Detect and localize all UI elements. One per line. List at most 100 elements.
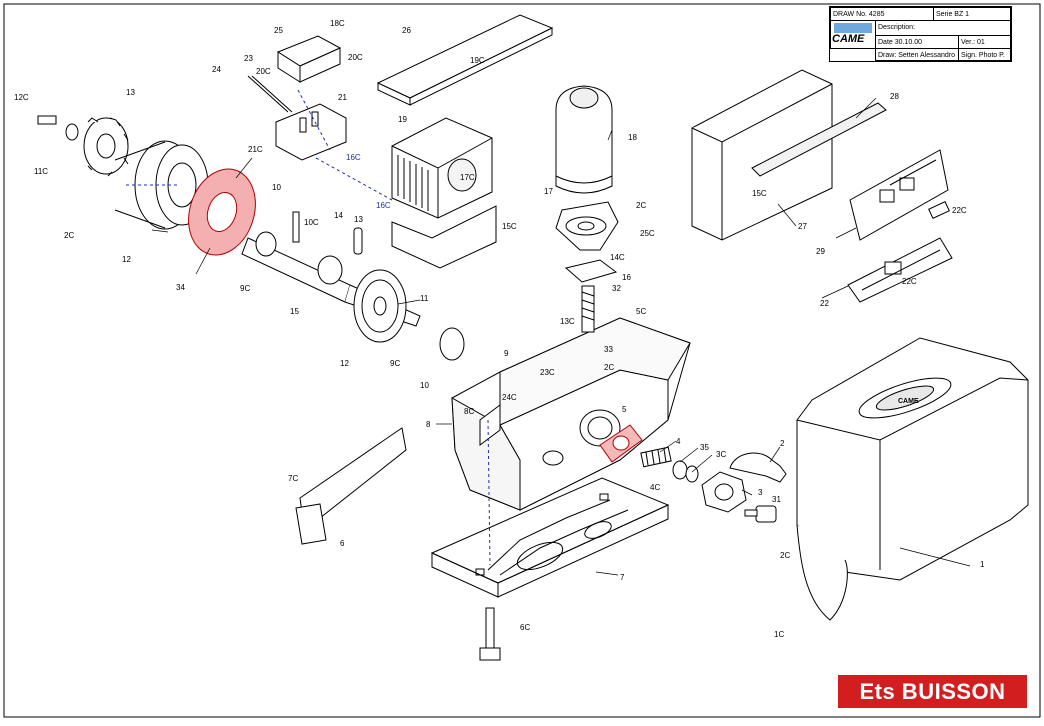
callout-17c: 17C xyxy=(460,173,475,182)
drawing-frame xyxy=(3,3,1041,718)
callout-8: 8 xyxy=(426,420,431,429)
callout-13-b: 13 xyxy=(354,215,363,224)
draw-number: DRAW No. 4285 xyxy=(830,7,934,21)
motor-flange-17 xyxy=(555,201,619,251)
callout-10-b: 10 xyxy=(420,381,429,390)
logo-box: CAME xyxy=(830,20,876,49)
callout-29: 29 xyxy=(816,247,825,256)
callout-3c: 3C xyxy=(716,450,726,459)
foundation-bracket-6 xyxy=(295,427,407,545)
anchor-bolt-6c xyxy=(479,607,501,661)
bracket-16 xyxy=(564,259,618,283)
callout-6: 6 xyxy=(340,539,345,548)
drawn-by: Draw: Setten Alessandro xyxy=(875,48,959,61)
bushing-9c xyxy=(255,231,277,257)
title-block: DRAW No. 4285 Serie BZ 1 CAME Descriptio… xyxy=(829,6,1012,62)
callout-32: 32 xyxy=(612,284,621,293)
callout-13c: 13C xyxy=(560,317,575,326)
callout-21c: 21C xyxy=(248,145,263,154)
motor-18 xyxy=(555,85,613,194)
shaft-32 xyxy=(581,285,595,333)
callout-15c-a: 15C xyxy=(502,222,517,231)
callout-24c: 24C xyxy=(502,393,517,402)
spring-23 xyxy=(247,75,293,113)
microswitch-bracket-21 xyxy=(275,103,347,161)
callout-11c: 11C xyxy=(34,167,48,176)
dealer-badge: Ets BUISSON xyxy=(838,675,1027,708)
callout-23: 23 xyxy=(244,54,253,63)
callout-27: 27 xyxy=(798,222,807,231)
transformer-bracket xyxy=(391,205,497,269)
control-board-22 xyxy=(847,237,953,303)
callout-25c: 25C xyxy=(640,229,655,238)
callout-2c-a: 2C xyxy=(64,231,74,240)
callout-22: 22 xyxy=(820,299,829,308)
pinion-13 xyxy=(83,117,129,177)
callout-2c-d: 2C xyxy=(604,363,614,372)
callout-1c: 1C xyxy=(774,630,784,639)
callout-11: 11 xyxy=(420,294,429,303)
key-13 xyxy=(353,227,363,255)
svg-text:CAME: CAME xyxy=(898,398,919,405)
flange-gasket-34 xyxy=(188,168,256,256)
callout-14: 14 xyxy=(334,211,343,220)
callout-12c: 12C xyxy=(14,93,29,102)
callout-28: 28 xyxy=(890,92,899,101)
callout-25: 25 xyxy=(274,26,283,35)
callout-12-a: 12 xyxy=(122,255,131,264)
callout-31: 31 xyxy=(772,495,781,504)
callout-20c-a: 20C xyxy=(256,67,271,76)
leader-lines xyxy=(151,97,971,576)
series-name: Serie BZ 1 xyxy=(933,7,1011,21)
callout-5: 5 xyxy=(622,405,627,414)
gear-wheel-12 xyxy=(353,269,407,343)
callout-15c-b: 15C xyxy=(752,189,767,198)
callout-26: 26 xyxy=(402,26,411,35)
description-label: Description: xyxy=(875,20,1011,36)
callout-3: 3 xyxy=(758,488,763,497)
callout-8c: 8C xyxy=(464,407,474,416)
callout-24: 24 xyxy=(212,65,221,74)
limit-switch-25 xyxy=(276,35,342,83)
bushing-10 xyxy=(439,327,465,361)
callout-9c-a: 9C xyxy=(240,284,250,293)
callout-34: 34 xyxy=(176,283,185,292)
callout-21: 21 xyxy=(338,93,347,102)
hidden-lines xyxy=(126,89,491,566)
callout-10c: 10C xyxy=(304,218,319,227)
callout-1: 1 xyxy=(980,560,985,569)
callout-9c-b: 9C xyxy=(390,359,400,368)
callout-35: 35 xyxy=(700,443,709,452)
release-lock-3 xyxy=(701,452,787,513)
callout-2c-c: 2C xyxy=(780,551,790,560)
washer-35 xyxy=(672,460,688,480)
callout-2c-b: 2C xyxy=(636,201,646,210)
callout-33: 33 xyxy=(604,345,613,354)
signature: Sign. Photo P. xyxy=(958,48,1011,61)
callout-labels: 1 1C 2 2C 2C 2C 2C 3 3C 4 4C 5 5C 6 6C 7… xyxy=(14,19,985,639)
callout-16c-a: 16C xyxy=(346,153,361,162)
transformer-19 xyxy=(391,117,493,219)
callout-19: 19 xyxy=(398,115,407,124)
callout-17: 17 xyxy=(544,187,553,196)
callout-10-a: 10 xyxy=(272,183,281,192)
callout-23c: 23C xyxy=(540,368,555,377)
key-31 xyxy=(744,505,777,523)
worm-screw-4 xyxy=(640,446,672,468)
callout-16: 16 xyxy=(622,273,631,282)
callout-7c: 7C xyxy=(288,474,298,483)
pin-10c xyxy=(292,211,300,243)
callout-9: 9 xyxy=(504,349,509,358)
cover-1: CAME xyxy=(796,337,1029,621)
callout-18: 18 xyxy=(628,133,637,142)
seal-ring-5 xyxy=(599,424,643,463)
logo-wave xyxy=(834,23,872,33)
base-plate xyxy=(430,477,670,598)
box-lid-26 xyxy=(376,14,554,106)
callout-20c-b: 20C xyxy=(348,53,363,62)
callout-2: 2 xyxy=(780,439,785,448)
callout-14c: 14C xyxy=(610,253,625,262)
callout-13-a: 13 xyxy=(126,88,135,97)
callout-5c: 5C xyxy=(636,307,646,316)
